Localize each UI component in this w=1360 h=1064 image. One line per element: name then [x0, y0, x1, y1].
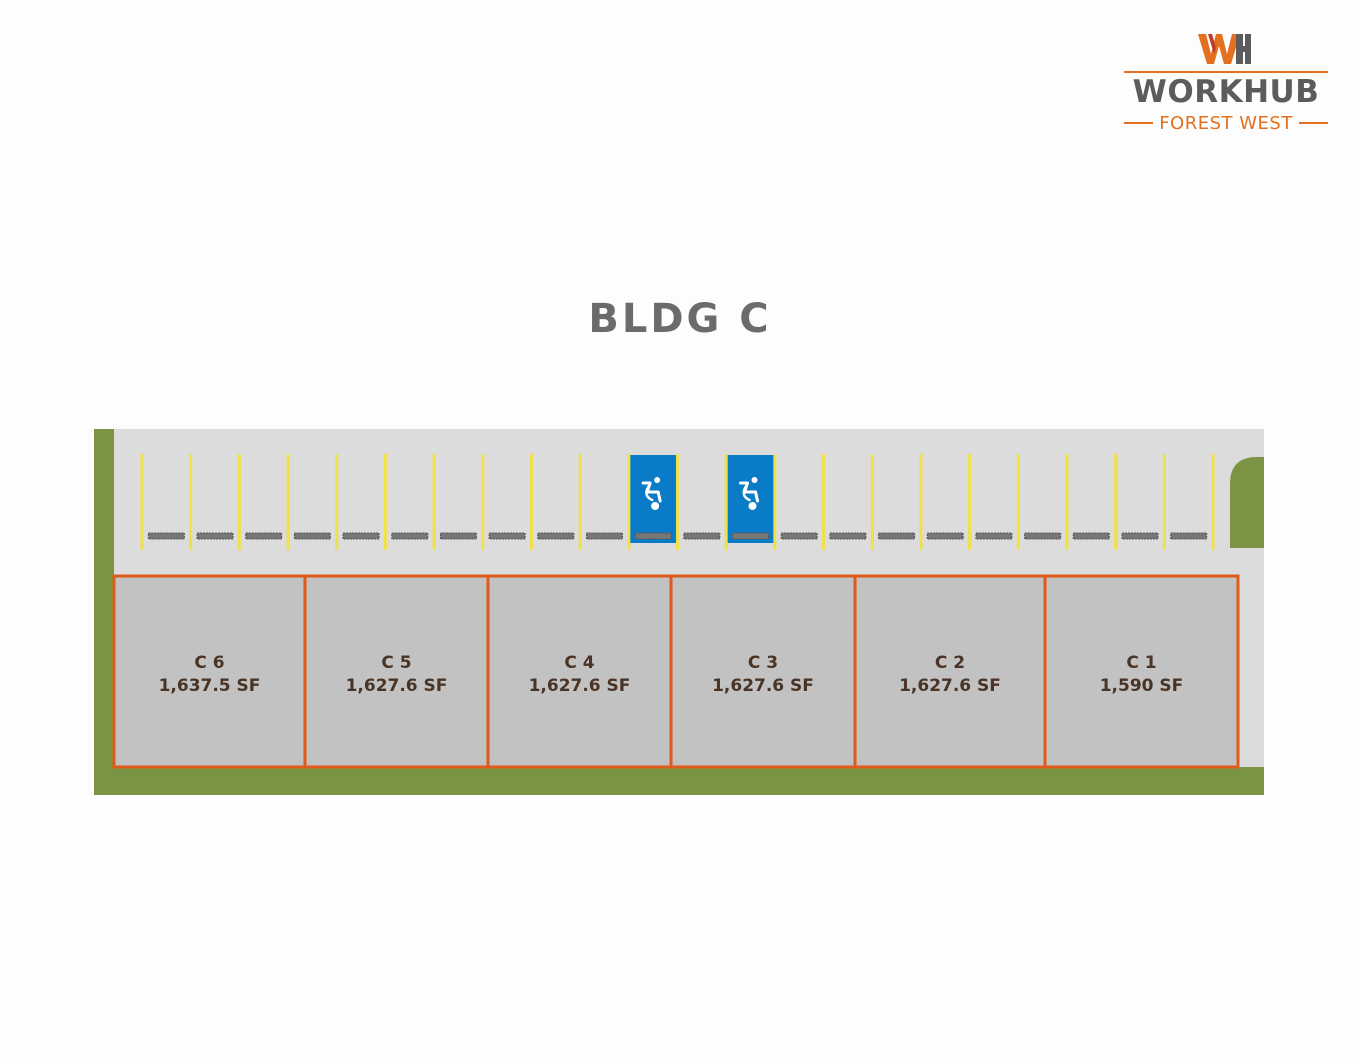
wheelchair-icon	[641, 477, 662, 510]
unit-name: C 1	[1126, 653, 1157, 673]
unit-c2[interactable]	[853, 574, 1047, 769]
wheel-stop	[196, 532, 234, 540]
unit-area: 1,590 SF	[1099, 676, 1184, 696]
unit-area: 1,627.6 SF	[712, 676, 814, 696]
unit-area: 1,637.5 SF	[158, 676, 261, 696]
parking-row	[140, 454, 1215, 550]
wheel-stop	[634, 532, 672, 540]
building-units	[112, 574, 1240, 769]
grass-left	[94, 429, 114, 795]
logo-wordmark: WORKHUB	[1132, 74, 1320, 110]
unit-area: 1,627.6 SF	[345, 676, 448, 696]
unit-name: C 2	[934, 653, 966, 673]
wheel-stop	[391, 532, 429, 540]
unit-c5[interactable]	[303, 574, 490, 769]
workhub-w-logo-icon	[1198, 34, 1251, 64]
wheel-stop	[975, 532, 1013, 540]
wheel-stop	[293, 532, 331, 540]
unit-name: C 5	[381, 653, 412, 673]
unit-name: C 4	[564, 653, 595, 673]
accessible-space	[628, 455, 678, 543]
wheel-stop	[585, 532, 623, 540]
unit-area: 1,627.6 SF	[899, 676, 1001, 696]
unit-label: C 5 1,627.6 SF	[305, 652, 488, 698]
wheel-stop	[878, 532, 916, 540]
wheel-stop	[537, 532, 575, 540]
logo-top-rule	[1124, 71, 1328, 73]
logo-subtitle-rule-left	[1124, 122, 1154, 124]
wheel-stop	[1121, 532, 1159, 540]
wheel-stop	[488, 532, 526, 540]
unit-label: C 6 1,637.5 SF	[114, 652, 305, 698]
wheel-stop	[1072, 532, 1110, 540]
logo-subtitle: FOREST WEST	[1159, 112, 1293, 134]
wheel-stop	[926, 532, 964, 540]
wheel-stop	[439, 532, 477, 540]
unit-label: C 2 1,627.6 SF	[855, 652, 1045, 698]
logo-subtitle-row: FOREST WEST	[1124, 112, 1329, 134]
building-title: BLDG C	[588, 296, 772, 342]
wheel-stop	[1170, 532, 1208, 540]
workhub-logo: WORKHUB FOREST WEST	[1124, 28, 1329, 138]
unit-name: C 3	[747, 653, 779, 673]
wheel-stop	[342, 532, 380, 540]
accessible-space	[726, 455, 775, 543]
wheel-stop	[147, 532, 185, 540]
wheel-stop	[732, 532, 770, 540]
grass-island	[1230, 457, 1264, 548]
unit-label: C 1 1,590 SF	[1045, 652, 1238, 698]
wheel-stop	[245, 532, 283, 540]
unit-area: 1,627.6 SF	[528, 676, 631, 696]
grass-bottom	[94, 767, 1264, 795]
logo-subtitle-rule-right	[1298, 122, 1329, 124]
unit-name: C 6	[194, 653, 225, 673]
unit-c4[interactable]	[486, 574, 673, 769]
unit-label: C 4 1,627.6 SF	[488, 652, 671, 698]
unit-c1[interactable]	[1043, 574, 1240, 769]
wheel-stop	[683, 532, 721, 540]
wheel-stop	[780, 532, 818, 540]
wheel-stop	[1024, 532, 1062, 540]
unit-label: C 3 1,627.6 SF	[671, 652, 855, 698]
wheelchair-icon	[739, 477, 760, 510]
wheel-stop	[829, 532, 867, 540]
